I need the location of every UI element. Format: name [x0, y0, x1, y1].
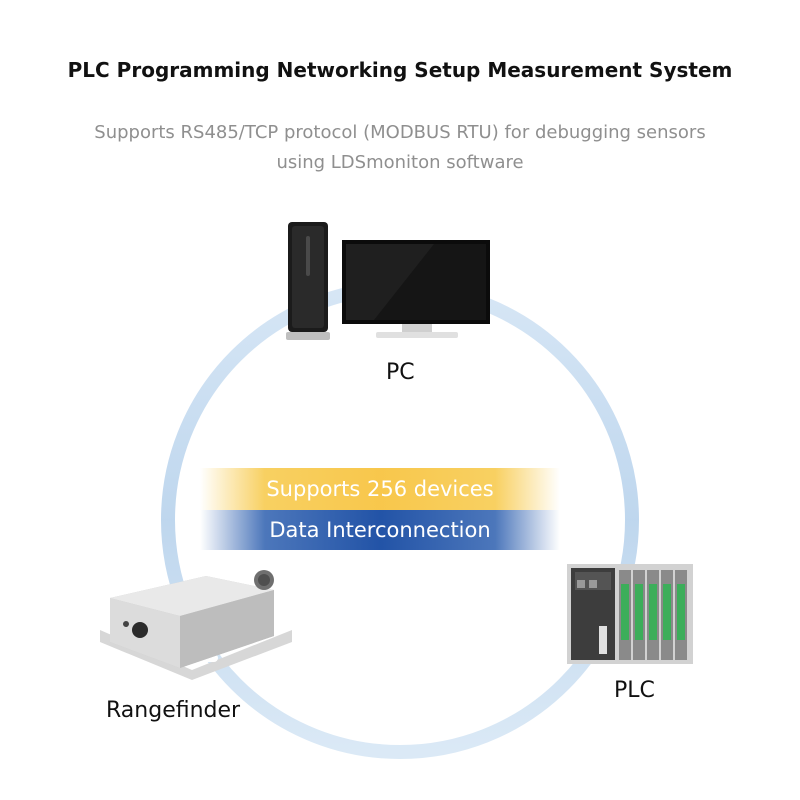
page-title: PLC Programming Networking Setup Measure… — [67, 58, 733, 82]
rangefinder-icon — [100, 570, 292, 680]
plc-io-modules — [619, 570, 687, 660]
devices-band: Supports 256 devices — [200, 468, 560, 510]
page-subtitle: Supports RS485/TCP protocol (MODBUS RTU)… — [40, 118, 760, 178]
subtitle-line-2: using LDSmoniton software — [276, 152, 524, 173]
pc-icon — [286, 222, 490, 340]
plc-icon — [567, 564, 693, 664]
rangefinder-lens — [132, 622, 148, 638]
subtitle-line-1: Supports RS485/TCP protocol (MODBUS RTU)… — [94, 122, 706, 143]
interconnection-band: Data Interconnection — [200, 510, 560, 550]
plc-label: PLC — [614, 678, 655, 703]
rangefinder-label: Rangefinder — [106, 698, 241, 723]
pc-label: PC — [386, 360, 415, 385]
